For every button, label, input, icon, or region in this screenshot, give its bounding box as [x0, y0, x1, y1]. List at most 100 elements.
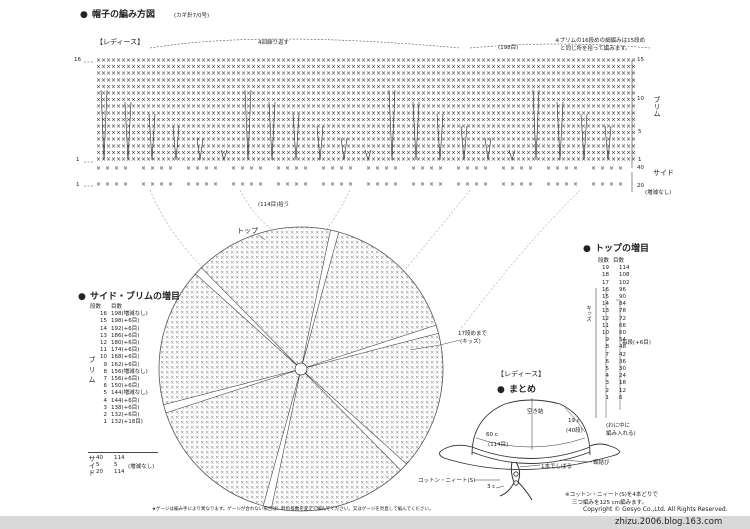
stitch-mark: × [211, 123, 216, 130]
stitch-mark: × [171, 90, 176, 97]
stitch-mark: × [361, 70, 366, 77]
stitch-mark: × [551, 64, 556, 71]
stitch-mark: × [321, 149, 326, 156]
stitch-mark: × [631, 149, 636, 156]
stitch-mark: × [211, 57, 216, 64]
stitch-mark: × [136, 143, 141, 150]
dim-114: (114目) [488, 442, 509, 448]
stitch-mark: × [566, 83, 571, 90]
stitch-mark: × [176, 70, 181, 77]
stitch-mark: × [626, 90, 631, 97]
stitch-mark: × [231, 165, 236, 172]
stitch-mark: × [451, 70, 456, 77]
stitch-mark: × [546, 116, 551, 123]
stitch-mark: × [241, 64, 246, 71]
stitch-mark: × [351, 130, 356, 137]
stitch-mark: × [256, 70, 261, 77]
stitch-mark: × [571, 77, 576, 84]
stitch-mark: × [396, 103, 401, 110]
stitch-mark: × [241, 149, 246, 156]
stitch-mark: × [429, 165, 434, 172]
stitch-mark: × [266, 97, 271, 104]
stitch-mark: × [546, 103, 551, 110]
stitch-mark: × [146, 64, 151, 71]
stitch-mark: × [531, 83, 536, 90]
stitch-mark: × [376, 130, 381, 137]
stitch-mark: × [618, 165, 623, 172]
stitch-mark: × [566, 103, 571, 110]
stitch-mark: × [521, 57, 526, 64]
stitch-mark: × [476, 149, 481, 156]
stitch-mark: × [146, 156, 151, 163]
stitch-mark: × [526, 97, 531, 104]
stitch-mark: × [631, 70, 636, 77]
stitch-mark: × [271, 57, 276, 64]
stitch-mark: × [401, 97, 406, 104]
row-number-40: 40 [637, 165, 644, 171]
stitch-mark: × [571, 64, 576, 71]
stitch-mark: × [616, 156, 621, 163]
stitch-mark: × [466, 77, 471, 84]
stitch-mark: × [111, 136, 116, 143]
stitch-mark: × [441, 103, 446, 110]
stitch-mark: × [421, 156, 426, 163]
stitch-mark: × [591, 83, 596, 90]
stitch-mark: × [521, 136, 526, 143]
stitch-mark: × [416, 136, 421, 143]
stitch-mark: × [146, 57, 151, 64]
stitch-mark: × [271, 70, 276, 77]
stitch-mark: × [576, 70, 581, 77]
stitch-mark: × [486, 136, 491, 143]
stitch-mark: × [486, 70, 491, 77]
stitch-mark: × [571, 70, 576, 77]
stitch-mark: × [481, 64, 486, 71]
stitch-mark: × [536, 123, 541, 130]
stitch-mark: × [181, 70, 186, 77]
stitch-mark: × [131, 57, 136, 64]
stitch-mark: × [231, 90, 236, 97]
stitch-mark: × [616, 149, 621, 156]
stitch-mark: × [446, 64, 451, 71]
stitch-mark: × [611, 143, 616, 150]
stitch-mark: × [596, 116, 601, 123]
stitch-mark: × [496, 57, 501, 64]
stitch-mark: × [316, 83, 321, 90]
increase-marker [604, 125, 612, 161]
stitch-mark: × [366, 103, 371, 110]
stitch-mark: × [106, 64, 111, 71]
stitch-mark: × [216, 130, 221, 137]
stitch-mark: × [371, 90, 376, 97]
stitch-mark: × [611, 123, 616, 130]
stitch-mark: × [421, 123, 426, 130]
stitch-mark: × [176, 136, 181, 143]
stitch-mark: × [146, 103, 151, 110]
stitch-mark: × [221, 70, 226, 77]
stitch-mark: × [393, 181, 398, 188]
stitch-mark: × [631, 90, 636, 97]
stitch-mark: × [536, 64, 541, 71]
stitch-mark: × [546, 143, 551, 150]
stitch-mark: × [171, 143, 176, 150]
stitch-mark: × [561, 110, 566, 117]
stitch-mark: × [341, 97, 346, 104]
stitch-mark: × [411, 149, 416, 156]
stitch-mark: × [581, 116, 586, 123]
stitch-mark: × [528, 181, 533, 188]
stitch-mark: × [596, 83, 601, 90]
stitch-mark: × [276, 156, 281, 163]
stitch-mark: × [446, 116, 451, 123]
stitch-mark: × [301, 116, 306, 123]
stitch-mark: × [351, 103, 356, 110]
stitch-mark: × [366, 116, 371, 123]
stitch-mark: × [631, 83, 636, 90]
stitch-mark: × [291, 110, 296, 117]
stitch-mark: × [576, 83, 581, 90]
stitch-mark: × [471, 70, 476, 77]
stitch-mark: × [566, 70, 571, 77]
stitch-mark: × [606, 103, 611, 110]
stitch-mark: × [211, 110, 216, 117]
stitch-mark: × [106, 143, 111, 150]
stitch-mark: × [401, 77, 406, 84]
